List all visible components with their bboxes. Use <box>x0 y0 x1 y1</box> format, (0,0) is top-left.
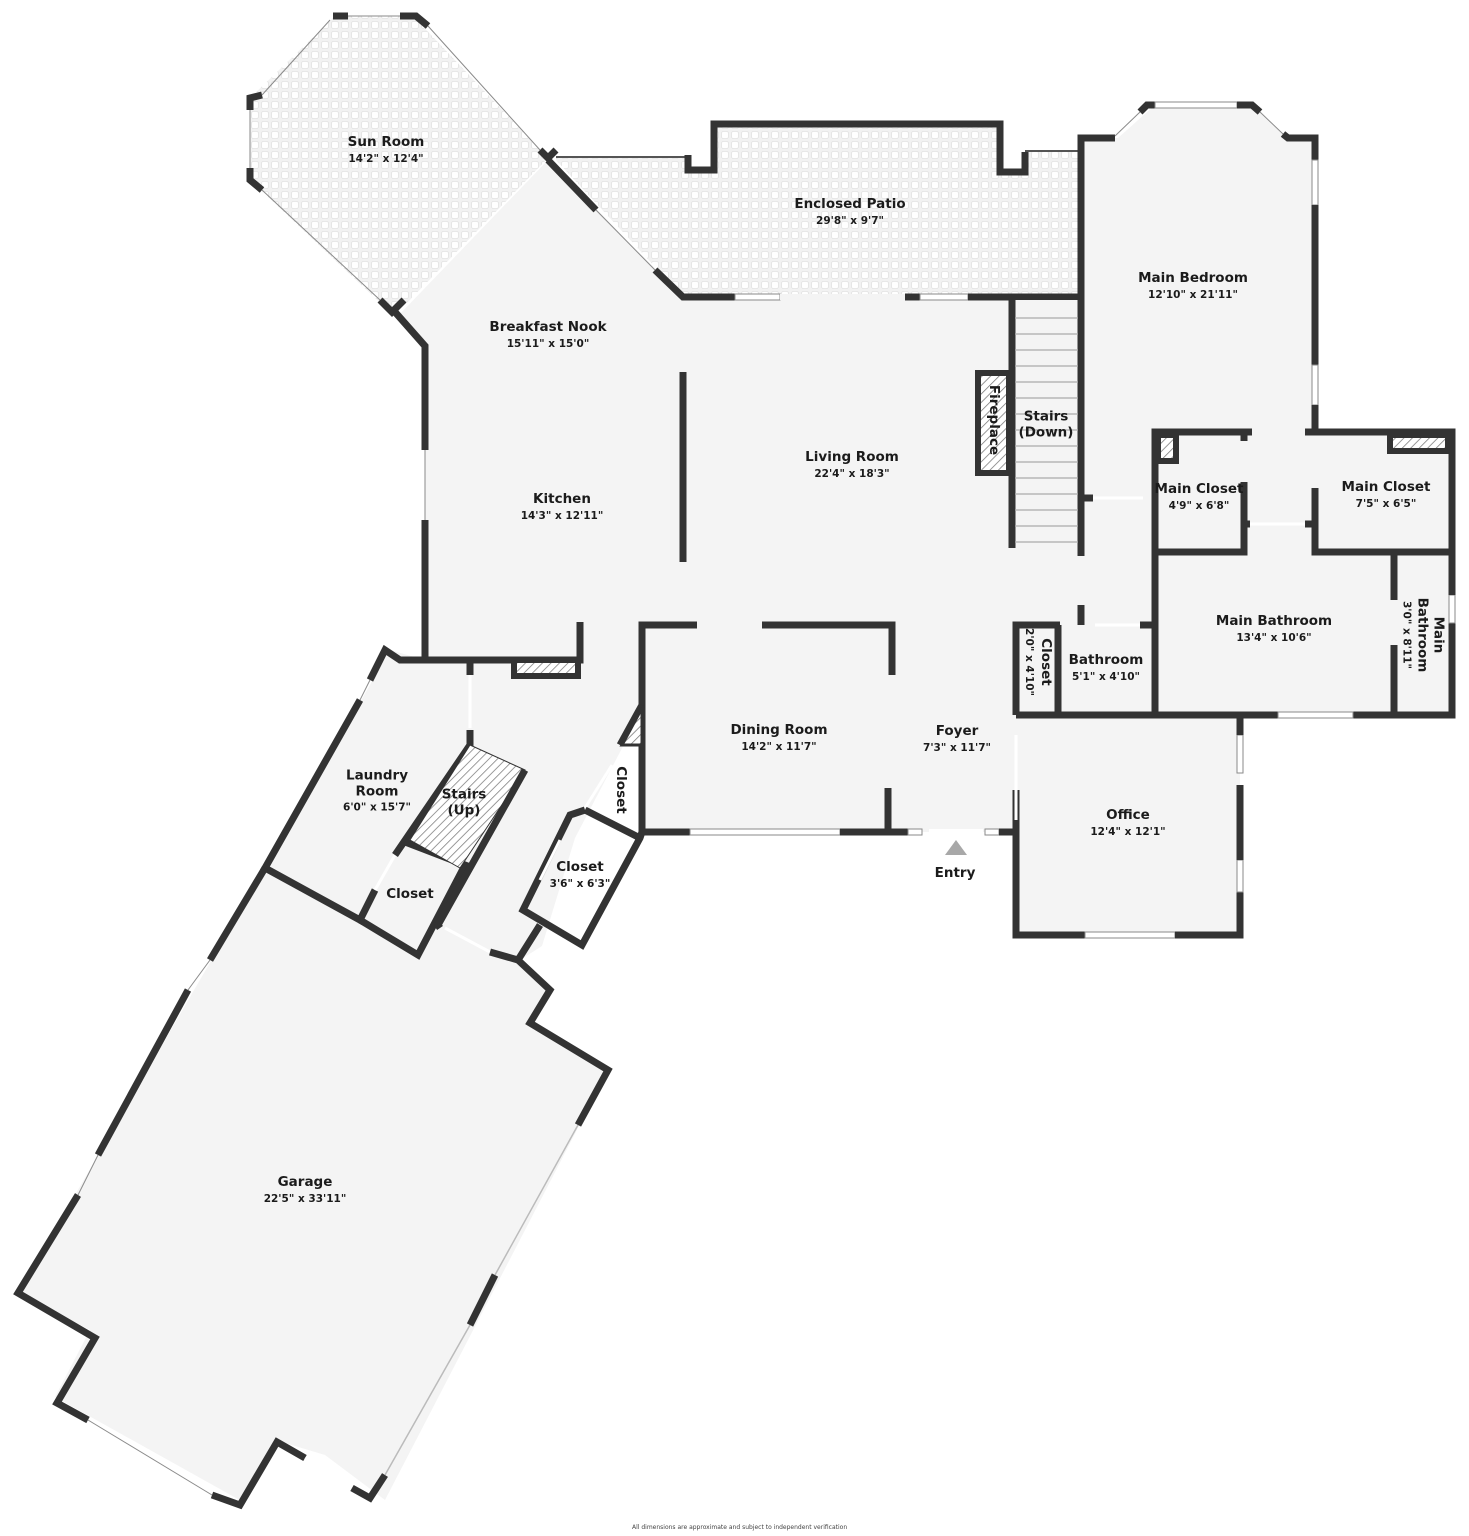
kitchen-north-wall <box>652 267 735 301</box>
disclaimer-text: All dimensions are approximate and subje… <box>632 1524 848 1531</box>
laundry-walls <box>260 644 543 965</box>
bath-walls <box>1012 552 1456 719</box>
entry-label: Entry <box>934 865 976 882</box>
kitchen-west-wall <box>545 157 599 213</box>
mud-closets-walls <box>518 703 646 950</box>
garage-walls <box>13 866 613 1510</box>
patio-walls <box>556 120 1081 176</box>
nook-window-diag <box>595 209 656 271</box>
stairs-down <box>1008 297 1085 556</box>
room-label-closet-entry-small: Closet <box>612 766 629 814</box>
sun-room-windows <box>249 15 541 301</box>
sun-room-walls <box>246 12 559 317</box>
kitchen-counter-hatch <box>511 657 581 679</box>
nook-west-wall <box>392 309 429 450</box>
fireplace-icon <box>975 370 1012 476</box>
sun-room-floor <box>250 16 548 312</box>
room-label-stairs-down: Stairs(Down) <box>1018 408 1074 440</box>
main-closets-walls <box>1151 428 1456 556</box>
room-label-closet-laundry: Closet <box>386 886 434 903</box>
living-window-2 <box>919 293 969 301</box>
room-label-stairs-up: Stairs(Up) <box>441 786 487 818</box>
entry-arrow-icon <box>945 840 967 855</box>
main-floor <box>18 105 1452 1503</box>
office-walls <box>1012 715 1244 939</box>
main-bedroom-walls <box>1077 101 1319 502</box>
living-window-1 <box>734 293 781 301</box>
room-label-fireplace: Fireplace <box>985 384 1002 456</box>
